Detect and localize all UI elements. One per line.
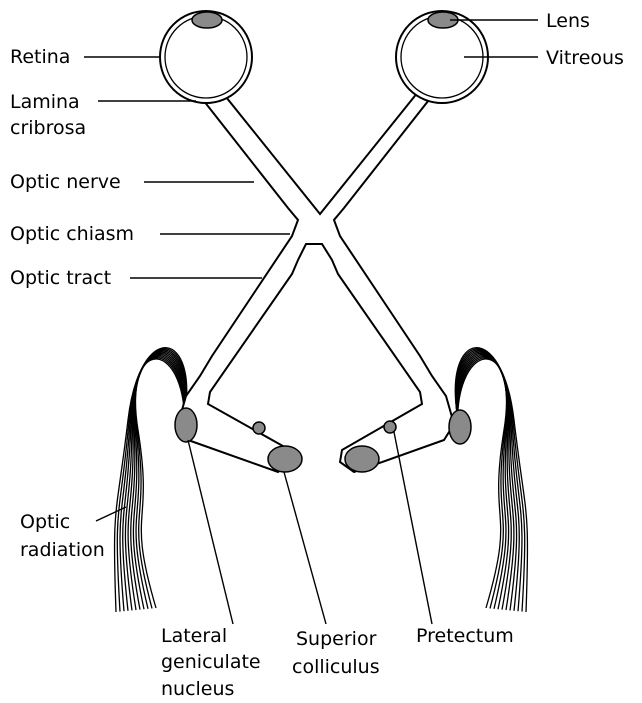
radiation-fibre	[457, 357, 507, 609]
label-optic-chiasm: Optic chiasm	[10, 223, 134, 245]
optic-nerve-left	[178, 92, 454, 472]
label-lamina-line2: cribrosa	[10, 117, 86, 139]
label-lamina-line1: Lamina	[10, 91, 80, 113]
label-retina: Retina	[10, 46, 70, 68]
superior-colliculus-right	[345, 446, 379, 472]
lens-left	[192, 12, 222, 28]
leader-superior-colliculus	[284, 472, 326, 624]
label-optic-tract: Optic tract	[10, 267, 111, 289]
label-lgn-line1: Lateral	[161, 625, 227, 647]
label-lgn-line3: nucleus	[161, 678, 234, 700]
optic-pathway	[178, 92, 454, 472]
lgn-left	[175, 408, 197, 442]
label-optic-radiation-line2: radiation	[20, 539, 105, 561]
radiation-fibre	[135, 357, 185, 609]
lgn-right	[449, 410, 471, 444]
label-sc-line2: colliculus	[292, 656, 380, 678]
label-sc-line1: Superior	[296, 628, 377, 650]
labels: Retina Lamina cribrosa Optic nerve Optic…	[10, 10, 624, 700]
pretectum-right	[384, 421, 396, 433]
superior-colliculus-left	[268, 446, 302, 472]
optic-radiation-right	[455, 348, 527, 612]
label-vitreous: Vitreous	[546, 47, 624, 69]
pretectum-left	[253, 422, 265, 434]
label-optic-radiation-line1: Optic	[20, 511, 70, 533]
leader-lines	[84, 20, 538, 624]
label-lens: Lens	[546, 10, 590, 32]
leader-lgn	[188, 440, 233, 624]
label-pretectum: Pretectum	[416, 625, 514, 647]
eye-left	[160, 11, 252, 103]
leader-pretectum	[394, 432, 432, 624]
label-optic-nerve: Optic nerve	[10, 171, 121, 193]
optic-radiation-left	[115, 348, 187, 612]
label-lgn-line2: geniculate	[161, 651, 261, 673]
